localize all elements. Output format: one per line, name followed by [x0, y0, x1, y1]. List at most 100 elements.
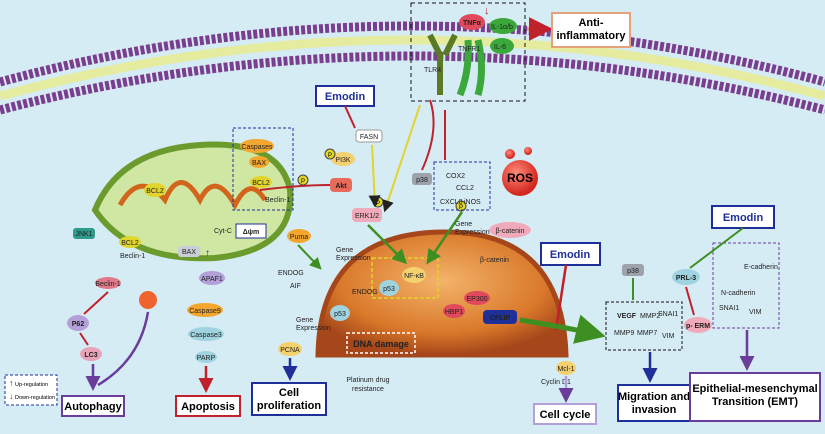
puma-label: Puma	[290, 234, 308, 241]
ecadherin-label: E-cadherin	[744, 264, 778, 271]
bcl2-label-c: BCL2	[121, 240, 139, 247]
mito-upper-box	[232, 127, 294, 211]
tlr-label: TLR4	[424, 67, 441, 74]
proliferation-box	[251, 382, 327, 416]
cell-cycle-box	[533, 403, 597, 425]
jnk1-label: JNK1	[75, 231, 92, 238]
beclin1-label-a: Beclin-1	[265, 197, 290, 204]
delta-psi-node: Δψm	[235, 223, 267, 239]
mcl1-label: Mcl-1	[557, 366, 574, 373]
apaf1-node: APAF1	[199, 271, 225, 285]
caspase9-node: Caspase9	[187, 303, 223, 317]
fasn-label: FASN	[360, 134, 378, 141]
inos-label: iNOS	[464, 199, 481, 206]
cxcl8-label: CXCL8	[440, 199, 463, 206]
beta-catenin-label: β-catenin	[496, 228, 525, 235]
endog-label-b: ENDOG	[352, 289, 378, 296]
receptor-box	[410, 2, 526, 102]
tnfr1-receptor: TNFR1	[456, 39, 485, 97]
bcl2-label-b: BCL2	[146, 188, 164, 195]
tnfr1-label: TNFR1	[458, 46, 481, 53]
p38-node-b: p38	[622, 264, 644, 276]
lc3-node: LC3	[80, 347, 102, 361]
ros-label: ROS	[507, 171, 533, 185]
prl3-node: PRL-3	[672, 269, 700, 285]
caspase3-node: Caspase3	[188, 327, 224, 341]
legend-up-arrow: ↑	[9, 378, 14, 388]
inflammation-box	[433, 161, 491, 211]
apoptosis-label: Apoptosis	[181, 401, 235, 413]
p-marker-3-label: P	[376, 201, 380, 207]
p38-label-a: p38	[416, 177, 428, 184]
legend-up-label: Up-regulation	[15, 382, 48, 388]
mmp2-label: MMP2	[640, 313, 660, 320]
p62-node: P62	[67, 315, 89, 331]
p-marker-4: P	[455, 200, 467, 212]
legend-down-label: Down-regulation	[15, 395, 55, 401]
emodin-label-top: Emodin	[325, 91, 366, 103]
caspases-label: Caspases	[241, 144, 273, 151]
beclin1-node-c: Beclin-1	[95, 277, 121, 289]
parp-label: PARP	[197, 355, 216, 362]
tnfa-label: TNFα	[463, 20, 482, 27]
p-marker-2-label: P	[301, 179, 305, 185]
bcl2-label-a: BCL2	[252, 180, 270, 187]
erk-label: ERK1/2	[355, 213, 379, 220]
emt-protein-box	[712, 242, 780, 329]
p62-label: P62	[72, 321, 85, 328]
bax-up-arrow: ↑	[205, 248, 210, 259]
bcl2-node-c: BCL2	[119, 236, 141, 248]
migration-box	[617, 384, 691, 422]
il6-label: IL-6	[494, 44, 506, 51]
dna-damage-box	[346, 332, 416, 354]
erm-label: p- ERM	[686, 323, 710, 330]
p53-node-b: p53	[330, 305, 350, 321]
p-marker-4-label: P	[459, 205, 463, 211]
parp-node: PARP	[195, 351, 217, 363]
apaf1-label: APAF1	[201, 276, 223, 283]
p53-label-a: p53	[383, 286, 395, 293]
cyclin-d1-label: Cyclin D1	[541, 379, 571, 386]
nucleus	[315, 229, 569, 358]
akt-node: Akt	[330, 178, 352, 192]
vim-label-b: VIM	[749, 309, 762, 316]
anti-inflammatory-box	[551, 12, 631, 48]
pi3k-label: PI3K	[335, 157, 351, 164]
ncadherin-label: N-cadherin	[721, 290, 755, 297]
puma-node: Puma	[287, 229, 311, 243]
autophagy-label: Autophagy	[64, 401, 122, 413]
p53-node-a: p53	[379, 280, 399, 296]
bcl2-node-b: BCL2	[144, 183, 166, 197]
ros-node: ROS	[502, 160, 538, 196]
emodin-label-middle: Emodin	[550, 249, 591, 261]
cox2-label: COX2	[446, 173, 465, 180]
aif-label: AIF	[290, 283, 301, 290]
dna-damage-label: DNA damage	[353, 339, 409, 349]
beta-catenin-node: β-catenin	[489, 222, 531, 238]
p-marker-2: P	[297, 174, 309, 186]
cflip-label: CFLIP	[490, 315, 511, 322]
lc3-label: LC3	[84, 352, 97, 359]
il1-ligand: IL-1α/b	[489, 18, 517, 34]
bcl2-node-a: BCL2	[250, 176, 272, 188]
beclin1-label-b: Beclin-1	[120, 253, 145, 260]
mcl1-node: Mcl-1	[556, 361, 576, 375]
anti-inflammatory-label: Anti-inflammatory	[556, 17, 626, 42]
caspases-node: Caspases	[240, 139, 274, 153]
nfkb-label: NF-κB	[404, 273, 424, 280]
ccl2-label: CCL2	[456, 185, 474, 192]
pcna-label: PCNA	[280, 347, 300, 354]
erm-node: p- ERM	[684, 317, 712, 333]
nfkb-node: NF-κB	[402, 267, 426, 283]
beta-catenin-nuclear-label: β-catenin	[480, 257, 509, 264]
fasn-node: FASN	[355, 129, 383, 143]
vim-label-a: VIM	[662, 333, 675, 340]
migration-protein-box	[605, 301, 683, 351]
p-marker-1: P	[324, 148, 336, 160]
